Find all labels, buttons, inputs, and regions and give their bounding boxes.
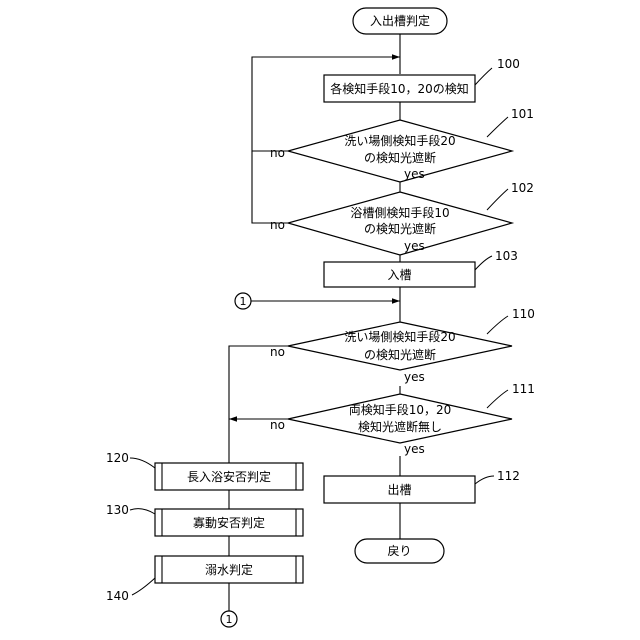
connector-1-entry: 1 — [235, 293, 251, 309]
step-100-label: 各検知手段10，20の検知 — [330, 81, 469, 96]
ref-130: 130 — [106, 503, 129, 517]
decision-110-line2: の検知光遮断 — [364, 347, 436, 362]
ref-103: 103 — [495, 249, 518, 263]
start-terminal: 入出槽判定 — [353, 8, 447, 34]
ref-120: 120 — [106, 451, 129, 465]
end-terminal: 戻り — [355, 539, 444, 563]
ref-140: 140 — [106, 589, 129, 603]
subprocess-step-130: 寡動安否判定 130 — [106, 503, 303, 536]
decision-102: 浴槽側検知手段10 の検知光遮断 102 no yes — [270, 181, 534, 255]
step-120-label: 長入浴安否判定 — [187, 469, 271, 484]
decision-110: 洗い場側検知手段20 の検知光遮断 110 no yes — [270, 307, 535, 384]
process-step-112: 出槽 112 — [324, 469, 520, 503]
decision-110-yes: yes — [404, 370, 425, 384]
ref-100: 100 — [497, 57, 520, 71]
decision-110-no: no — [270, 345, 285, 359]
decision-111-yes: yes — [404, 442, 425, 456]
decision-102-yes: yes — [404, 239, 425, 253]
start-label: 入出槽判定 — [370, 13, 430, 28]
ref-110: 110 — [512, 307, 535, 321]
end-label: 戻り — [387, 544, 411, 558]
decision-111-no: no — [270, 418, 285, 432]
ref-101: 101 — [511, 107, 534, 121]
connector-1-exit-label: 1 — [226, 613, 233, 626]
ref-112: 112 — [497, 469, 520, 483]
subprocess-step-140: 溺水判定 140 — [106, 556, 303, 603]
decision-102-line2: の検知光遮断 — [364, 221, 436, 236]
process-step-103: 入槽 103 — [324, 249, 518, 287]
decision-110-line1: 洗い場側検知手段20 — [344, 329, 455, 344]
ref-111: 111 — [512, 382, 535, 396]
step-112-label: 出槽 — [387, 483, 411, 497]
connector-1-entry-label: 1 — [240, 295, 247, 308]
connector-1-exit: 1 — [221, 611, 237, 627]
subprocess-step-120: 長入浴安否判定 120 — [106, 451, 303, 490]
decision-111-line1: 両検知手段10，20 — [349, 402, 452, 417]
decision-101: 洗い場側検知手段20 の検知光遮断 101 no yes — [270, 107, 534, 182]
decision-101-line1: 洗い場側検知手段20 — [344, 133, 455, 148]
decision-102-no: no — [270, 218, 285, 232]
decision-101-yes: yes — [404, 167, 425, 181]
decision-111: 両検知手段10，20 検知光遮断無し 111 no yes — [270, 382, 535, 456]
ref-102: 102 — [511, 181, 534, 195]
decision-101-no: no — [270, 146, 285, 160]
step-130-label: 寡動安否判定 — [193, 515, 265, 530]
step-103-label: 入槽 — [387, 268, 411, 282]
decision-102-line1: 浴槽側検知手段10 — [350, 205, 449, 220]
decision-111-line2: 検知光遮断無し — [358, 419, 442, 434]
step-140-label: 溺水判定 — [205, 562, 253, 577]
decision-101-line2: の検知光遮断 — [364, 150, 436, 165]
process-step-100: 各検知手段10，20の検知 100 — [324, 57, 520, 102]
